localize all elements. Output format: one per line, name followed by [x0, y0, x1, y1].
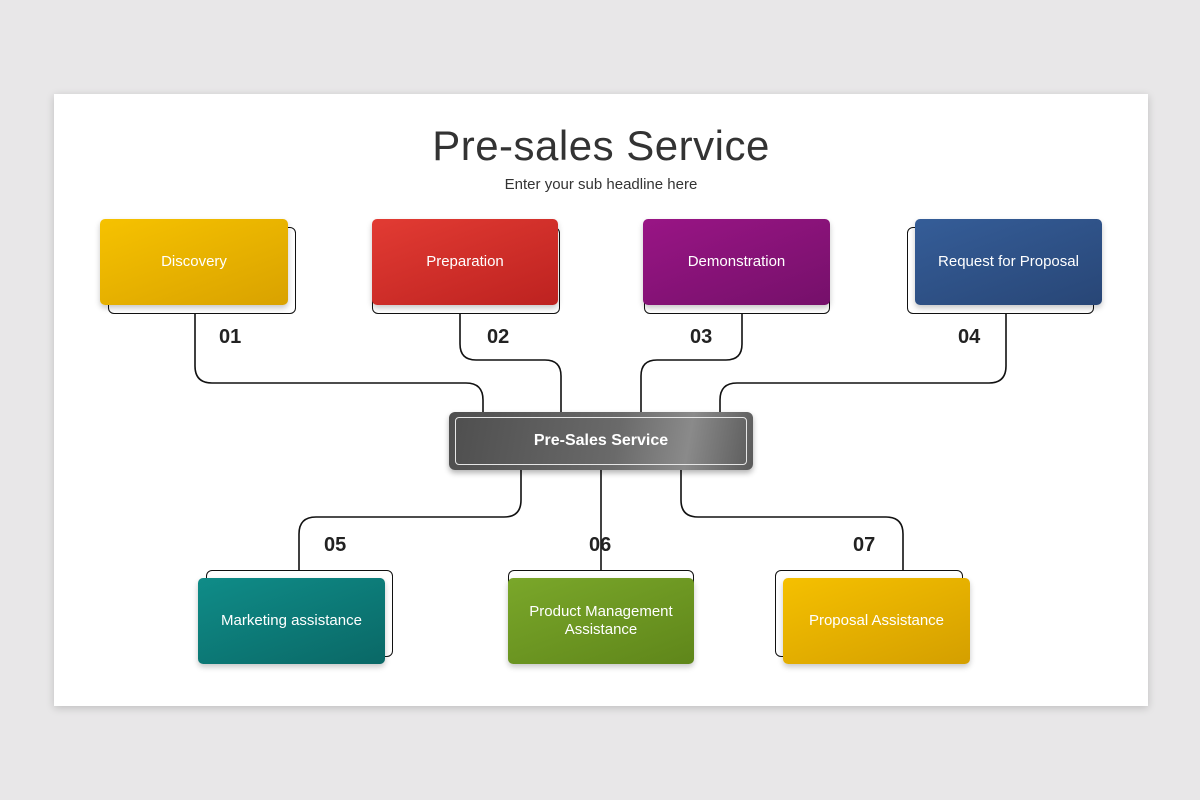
- center-node-label: Pre-Sales Service: [533, 432, 669, 449]
- step-01-number: 01: [219, 326, 242, 348]
- step-07-label: Proposal Assistance: [808, 612, 945, 629]
- step-03-label: Demonstration: [687, 253, 786, 270]
- step-02-box[interactable]: Preparation: [372, 219, 558, 305]
- step-04-box[interactable]: Request for Proposal: [915, 219, 1102, 305]
- step-06-number: 06: [589, 534, 612, 556]
- step-06-label: Product Management Assistance: [529, 603, 673, 638]
- step-03-box[interactable]: Demonstration: [643, 219, 830, 305]
- step-05-label: Marketing assistance: [221, 612, 362, 629]
- step-06-box[interactable]: Product Management Assistance: [508, 578, 694, 664]
- page-subtitle: Enter your sub headline here: [504, 176, 698, 193]
- step-01-label: Discovery: [161, 253, 227, 270]
- step-05-box[interactable]: Marketing assistance: [198, 578, 385, 664]
- step-04-label: Request for Proposal: [938, 253, 1079, 270]
- step-02-number: 02: [487, 326, 510, 348]
- step-07-number: 07: [853, 534, 876, 556]
- step-04-number: 04: [958, 326, 981, 348]
- step-03-number: 03: [690, 326, 713, 348]
- step-02-label: Preparation: [426, 253, 504, 270]
- step-01-box[interactable]: Discovery: [100, 219, 288, 305]
- step-05-number: 05: [324, 534, 347, 556]
- center-node-inner: Pre-Sales Service: [455, 417, 747, 465]
- page-title: Pre-sales Service: [432, 122, 770, 169]
- center-node[interactable]: Pre-Sales Service: [449, 412, 753, 470]
- step-07-box[interactable]: Proposal Assistance: [783, 578, 970, 664]
